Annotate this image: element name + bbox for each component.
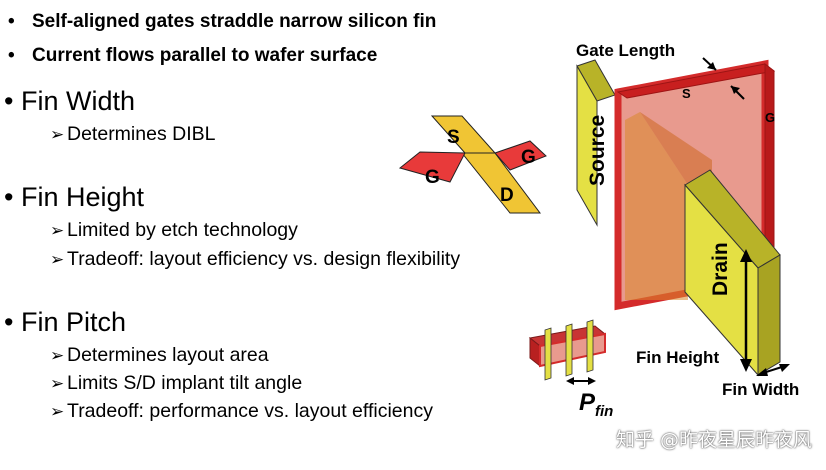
section-fin-width-title: • Fin Width	[4, 86, 135, 116]
fin-height-label: Fin Height	[636, 348, 719, 367]
fin-pitch-item-3: ➢Tradeoff: performance vs. layout effici…	[50, 400, 433, 422]
fin-pitch-item-2: ➢Limits S/D implant tilt angle	[50, 372, 303, 394]
bullet-text: Self-aligned gates straddle narrow silic…	[32, 11, 437, 32]
cross-g-right-label: G	[521, 147, 536, 168]
device-s-label: S	[682, 86, 691, 101]
arrow-icon: ➢	[50, 221, 65, 240]
fin-pitch-item-1: ➢Determines layout area	[50, 344, 269, 366]
watermark: 知乎 @昨夜星辰昨夜风	[615, 429, 812, 451]
cross-layout-diagram: S D G G	[398, 115, 547, 214]
bullet-text: Current flows parallel to wafer surface	[32, 45, 378, 66]
arrow-icon: ➢	[50, 250, 65, 269]
arrow-icon: ➢	[50, 125, 65, 144]
fin-height-item-2: ➢Tradeoff: layout efficiency vs. design …	[50, 248, 461, 270]
arrow-icon: ➢	[50, 374, 65, 393]
source-label: Source	[586, 115, 609, 186]
cross-d-label: D	[500, 185, 514, 206]
bullet-1: • Self-aligned gates straddle narrow sili…	[8, 11, 436, 33]
arrow-icon: ➢	[50, 402, 65, 421]
section-fin-height-title: • Fin Height	[4, 182, 145, 212]
cross-g-left-label: G	[425, 167, 440, 188]
bullet-dot: •	[8, 11, 15, 32]
drain-label: Drain	[709, 242, 732, 296]
bullet-2: • Current flows parallel to wafer surface	[8, 45, 377, 67]
gate-length-label: Gate Length	[576, 41, 675, 60]
section-fin-pitch-title: • Fin Pitch	[4, 307, 127, 337]
finfet-3d: Source Drain S G Gate Length Fin Height …	[576, 41, 799, 399]
device-g-label: G	[765, 110, 775, 125]
bullet-dot: •	[8, 45, 15, 66]
fin-height-item-1: ➢Limited by etch technology	[50, 219, 298, 241]
fin-width-label: Fin Width	[722, 380, 799, 399]
fin-pitch-diagram: P fin	[528, 319, 613, 420]
pitch-label-main: P	[579, 389, 596, 416]
fin-width-item-1: ➢Determines DIBL	[50, 123, 216, 145]
pitch-label-sub: fin	[595, 403, 613, 420]
arrow-icon: ➢	[50, 346, 65, 365]
cross-s-label: S	[447, 127, 460, 148]
